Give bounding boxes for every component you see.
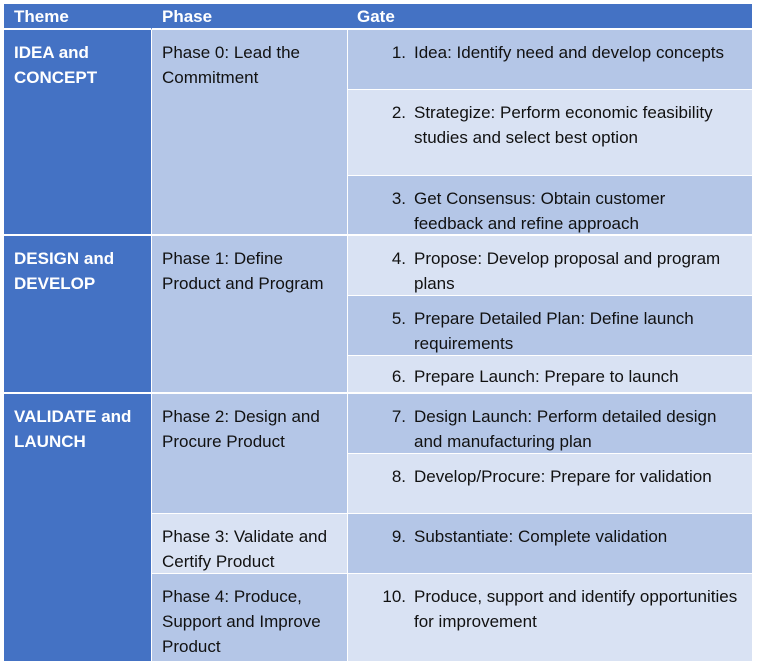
gate-text: Prepare Launch: Prepare to launch — [414, 367, 679, 386]
gate-number: 4. — [391, 249, 406, 268]
gate-row: 4. Propose: Develop proposal and program… — [347, 236, 752, 296]
gate-row: 8. Develop/Procure: Prepare for validati… — [347, 454, 752, 514]
theme-cell: DESIGN and DEVELOP — [4, 236, 151, 394]
phase-cell: Phase 0: Lead the Commitment — [151, 30, 347, 236]
phase-label: Phase 3: Validate and Certify Product — [162, 527, 328, 571]
theme-label: IDEA and CONCEPT — [14, 43, 98, 87]
gate-number: 6. — [391, 367, 406, 386]
gate-text: Design Launch: Perform detailed design a… — [414, 407, 717, 451]
gate-text: Propose: Develop proposal and program pl… — [414, 249, 721, 293]
phase-label: Phase 2: Design and Procure Product — [162, 407, 320, 451]
header-gate: Gate — [347, 4, 752, 30]
phase-cell: Phase 2: Design and Procure Product — [151, 394, 347, 514]
phase-gate-table: Theme Phase Gate IDEA and CONCEPT DESIGN… — [4, 4, 752, 661]
gate-number: 8. — [391, 467, 406, 486]
phase-label: Phase 4: Produce, Support and Improve Pr… — [162, 587, 321, 656]
header-phase: Phase — [151, 4, 347, 30]
gate-text: Produce, support and identify opportunit… — [414, 587, 738, 631]
gate-row: 10. Produce, support and identify opport… — [347, 574, 752, 661]
gate-number: 10. — [382, 587, 406, 606]
gate-text: Substantiate: Complete validation — [414, 527, 668, 546]
gate-number: 2. — [391, 103, 406, 122]
gate-row: 7. Design Launch: Perform detailed desig… — [347, 394, 752, 454]
gate-text: Develop/Procure: Prepare for validation — [414, 467, 712, 486]
gate-row: 9. Substantiate: Complete validation — [347, 514, 752, 574]
gate-row: 5. Prepare Detailed Plan: Define launch … — [347, 296, 752, 356]
gate-number: 1. — [391, 43, 406, 62]
theme-label: VALIDATE and LAUNCH — [14, 407, 132, 451]
phase-cell: Phase 4: Produce, Support and Improve Pr… — [151, 574, 347, 661]
theme-label: DESIGN and DEVELOP — [14, 249, 115, 293]
phase-cell: Phase 3: Validate and Certify Product — [151, 514, 347, 574]
gate-row: 3. Get Consensus: Obtain customer feedba… — [347, 176, 752, 236]
gate-number: 9. — [391, 527, 406, 546]
theme-cell: IDEA and CONCEPT — [4, 30, 151, 236]
phase-cell: Phase 1: Define Product and Program — [151, 236, 347, 394]
gate-text: Strategize: Perform economic feasibility… — [414, 103, 713, 147]
header-theme: Theme — [4, 4, 151, 30]
phase-label: Phase 1: Define Product and Program — [162, 249, 324, 293]
gate-number: 5. — [391, 309, 406, 328]
theme-cell: VALIDATE and LAUNCH — [4, 394, 151, 661]
gate-text: Get Consensus: Obtain customer feedback … — [414, 189, 666, 233]
gate-number: 3. — [391, 189, 406, 208]
gate-row: 2. Strategize: Perform economic feasibil… — [347, 90, 752, 176]
gate-text: Idea: Identify need and develop concepts — [414, 43, 725, 62]
gate-row: 6. Prepare Launch: Prepare to launch — [347, 356, 752, 394]
gate-text: Prepare Detailed Plan: Define launch req… — [414, 309, 694, 353]
phase-label: Phase 0: Lead the Commitment — [162, 43, 301, 87]
gate-number: 7. — [391, 407, 406, 426]
gate-row: 1. Idea: Identify need and develop conce… — [347, 30, 752, 90]
